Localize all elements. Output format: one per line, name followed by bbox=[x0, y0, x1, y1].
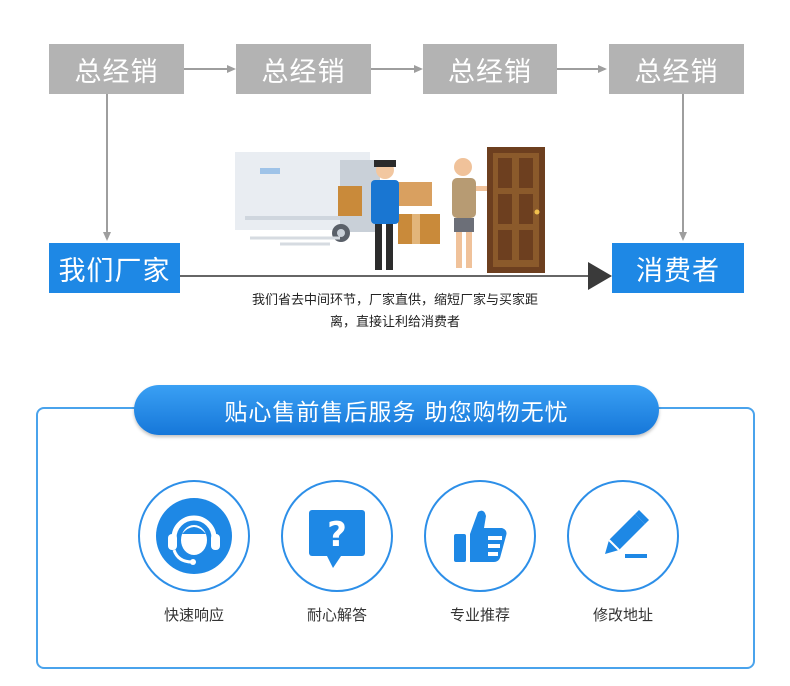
distributor-box-4: 总经销 bbox=[609, 44, 744, 94]
service-ring bbox=[424, 480, 536, 592]
flow-note: 我们省去中间环节，厂家直供，缩短厂家与买家距 离，直接让利给消费者 bbox=[190, 290, 600, 334]
factory-box: 我们厂家 bbox=[49, 243, 180, 293]
package-boxes-illustration bbox=[338, 182, 440, 244]
arrow-head-black bbox=[588, 262, 612, 290]
service-banner: 贴心售前售后服务 助您购物无忧 bbox=[134, 385, 659, 435]
delivery-man-illustration bbox=[371, 160, 399, 270]
service-item-fast-response: 快速响应 bbox=[134, 480, 254, 625]
service-ring bbox=[567, 480, 679, 592]
door-illustration bbox=[487, 147, 545, 273]
service-ring bbox=[138, 480, 250, 592]
pencil-edit-icon bbox=[605, 510, 649, 558]
service-label: 快速响应 bbox=[163, 606, 224, 624]
distributor-box-1: 总经销 bbox=[49, 44, 184, 94]
flow-note-line-1: 我们省去中间环节，厂家直供，缩短厂家与买家距 bbox=[251, 293, 538, 308]
service-label: 耐心解答 bbox=[306, 606, 367, 624]
customer-man-illustration bbox=[452, 158, 488, 268]
service-label: 修改地址 bbox=[592, 606, 653, 624]
flow-note-line-2: 离，直接让利给消费者 bbox=[329, 315, 460, 330]
svg-text:?: ? bbox=[327, 515, 347, 555]
consumer-box: 消费者 bbox=[612, 243, 744, 293]
distributor-box-3: 总经销 bbox=[423, 44, 557, 94]
headset-support-icon bbox=[156, 498, 232, 574]
distributor-box-2: 总经销 bbox=[236, 44, 371, 94]
service-item-patient-answers: ? 耐心解答 bbox=[277, 480, 397, 625]
service-item-change-address: 修改地址 bbox=[563, 480, 683, 625]
service-label: 专业推荐 bbox=[449, 606, 510, 624]
question-bubble-icon: ? bbox=[309, 510, 365, 568]
thumbs-up-icon bbox=[454, 510, 507, 562]
service-item-expert-recommendation: 专业推荐 bbox=[420, 480, 540, 625]
service-ring: ? bbox=[281, 480, 393, 592]
